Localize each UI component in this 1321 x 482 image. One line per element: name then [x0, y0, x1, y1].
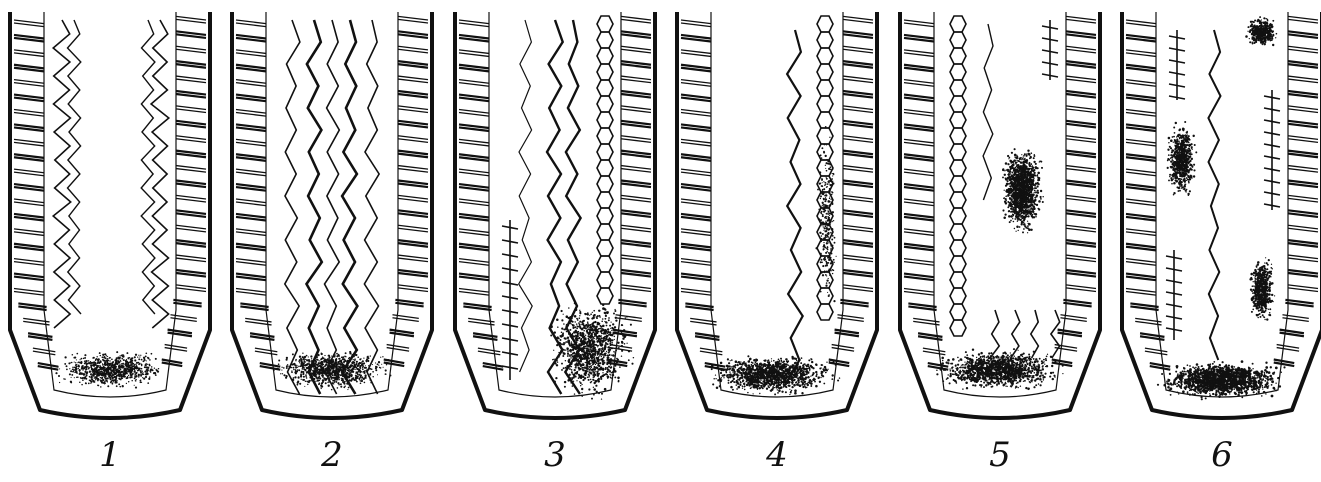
ingot-outline	[677, 12, 877, 418]
dendrite-1	[1208, 30, 1220, 360]
left-wall-crystals	[1126, 20, 1170, 370]
short-dendrite-4	[1051, 310, 1060, 358]
ingot-panel-6: 6	[1122, 12, 1321, 475]
ingot-outline	[1122, 12, 1321, 418]
dendrite-2	[983, 24, 993, 200]
panel-label-4: 4	[765, 435, 788, 475]
panel-label-3: 3	[544, 435, 566, 475]
left-wall-crystals	[236, 20, 280, 370]
bottom-sediment	[711, 355, 840, 395]
ingot-inner-wall	[44, 12, 176, 397]
ingot-panel-2: 2	[232, 12, 432, 475]
branch-3	[1166, 250, 1182, 340]
ingot-panel-5: 5	[900, 12, 1100, 475]
dendrite-1	[519, 20, 533, 372]
panel-label-6: 6	[1211, 435, 1233, 475]
dendrite-column-1	[285, 20, 300, 394]
short-dendrite-1	[990, 310, 999, 358]
blob-right	[1249, 257, 1275, 321]
dendrite-column-5	[364, 20, 379, 394]
right-wall-crystals	[829, 16, 873, 366]
right-wall-crystals	[384, 16, 428, 366]
branch-left	[502, 220, 518, 380]
dendrite-1	[787, 30, 803, 382]
dendrite-left-2	[68, 20, 82, 314]
right-wall-crystals	[1274, 16, 1318, 366]
left-wall-crystals	[14, 20, 58, 370]
left-wall-crystals	[904, 20, 948, 370]
dendrite-column-3	[325, 20, 340, 394]
ingot-panel-1: 1	[10, 12, 210, 475]
ingot-inner-wall	[934, 12, 1066, 397]
bottom-sediment	[55, 351, 159, 389]
branch-top-right	[1042, 20, 1058, 80]
bottom-sediment	[1157, 360, 1286, 400]
dendrite-hex-left	[950, 16, 966, 336]
branch-1	[1169, 30, 1185, 100]
dendrite-right-2	[141, 20, 155, 314]
ingot-outline	[900, 12, 1100, 418]
center-equiaxed-zone	[1002, 148, 1044, 233]
short-dendrite-3	[1031, 310, 1039, 358]
left-wall-crystals	[681, 20, 725, 370]
dendrite-column-4	[342, 20, 357, 394]
panel-label-2: 2	[320, 435, 343, 475]
ingot-panel-3: 3	[455, 12, 655, 475]
dendrite-left	[53, 20, 70, 328]
left-wall-crystals	[459, 20, 503, 370]
dendrite-2	[547, 20, 563, 394]
ingot-panel-4: 4	[677, 12, 877, 475]
right-wall-crystals	[1052, 16, 1096, 366]
dendrite-column-2	[307, 20, 322, 394]
dendrite-hex-right	[597, 16, 613, 304]
panel-label-5: 5	[989, 435, 1011, 475]
bottom-sediment	[936, 348, 1064, 390]
panel-label-1: 1	[99, 435, 121, 475]
branch-2	[1264, 90, 1280, 210]
blob-left	[1167, 121, 1198, 196]
blob-top-right	[1245, 16, 1277, 46]
